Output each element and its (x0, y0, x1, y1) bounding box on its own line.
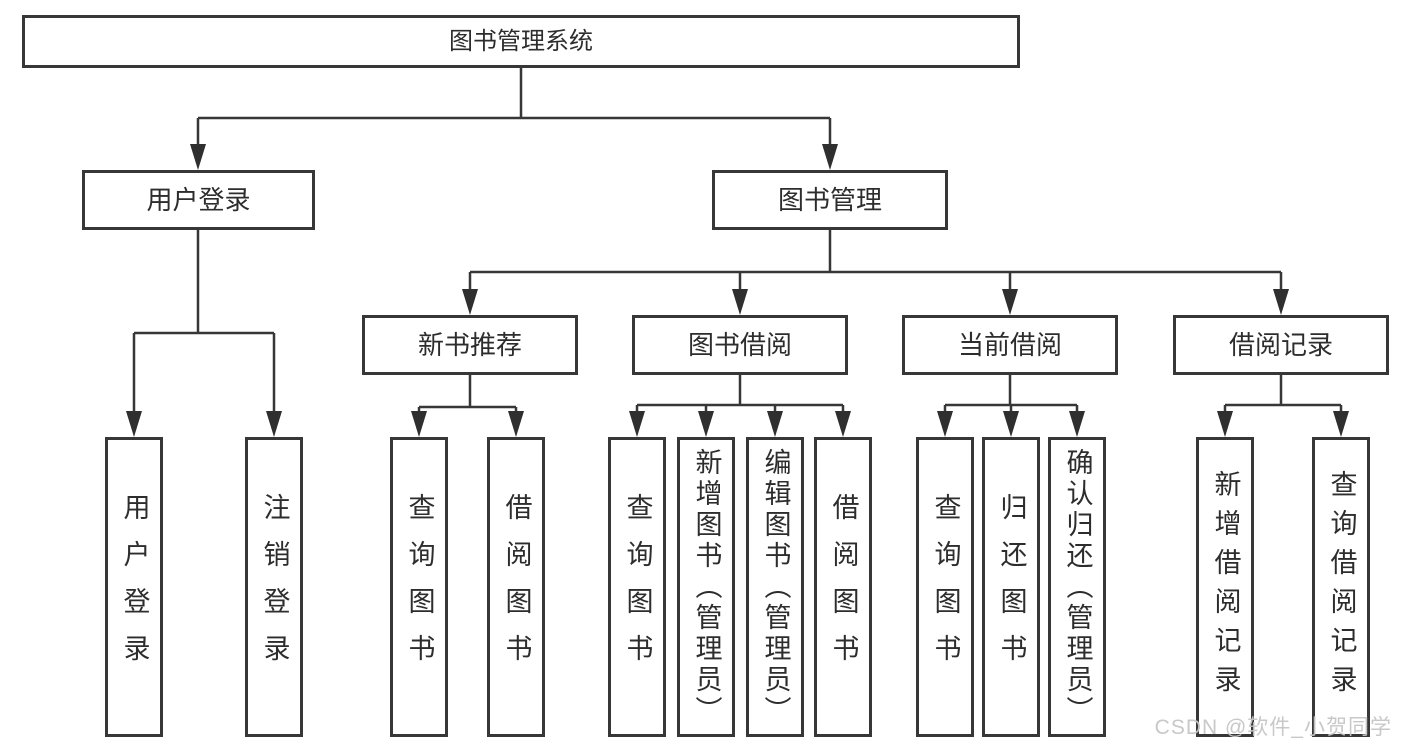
node-user-login: 用户登录 (82, 170, 315, 230)
leaf-label: 编辑图书（管理员） (760, 447, 791, 727)
csdn-watermark: CSDN @软件_小贺同学 (1154, 716, 1392, 739)
node-root-system: 图书管理系统 (22, 15, 1020, 68)
leaf-label: 查询借阅记录 (1326, 470, 1357, 704)
leaf-label: 确认归还（管理员） (1062, 447, 1093, 727)
leaf-label: 用户登录 (119, 493, 150, 681)
leaf-query-borrow-record: 查询借阅记录 (1312, 437, 1370, 737)
leaf-query-books-current: 查询图书 (916, 437, 974, 737)
node-label: 新书推荐 (417, 330, 522, 360)
leaf-logout: 注销登录 (245, 437, 303, 737)
leaf-label: 新增借阅记录 (1210, 470, 1241, 704)
leaf-return-books: 归还图书 (982, 437, 1040, 737)
leaf-label: 查询图书 (404, 493, 435, 681)
leaf-borrow-books: 借阅图书 (814, 437, 872, 737)
node-label: 用户登录 (146, 185, 251, 215)
leaf-query-books-borrow: 查询图书 (608, 437, 666, 737)
leaf-label: 归还图书 (996, 493, 1027, 681)
node-borrow-records: 借阅记录 (1173, 315, 1389, 375)
node-label: 图书管理系统 (449, 27, 593, 55)
leaf-user-login: 用户登录 (105, 437, 163, 737)
leaf-add-books-admin: 新增图书（管理员） (677, 437, 735, 737)
leaf-query-books-recommend: 查询图书 (390, 437, 448, 737)
node-book-borrow: 图书借阅 (632, 315, 848, 375)
leaf-label: 新增图书（管理员） (691, 447, 722, 727)
leaf-label: 注销登录 (259, 493, 290, 681)
node-label: 图书借阅 (687, 330, 792, 360)
node-new-book-recommend: 新书推荐 (362, 315, 578, 375)
leaf-add-borrow-record: 新增借阅记录 (1196, 437, 1254, 737)
node-label: 图书管理 (777, 185, 882, 215)
leaf-label: 借阅图书 (828, 493, 859, 681)
leaf-label: 借阅图书 (501, 493, 532, 681)
leaf-label: 查询图书 (930, 493, 961, 681)
node-book-management: 图书管理 (712, 170, 948, 230)
node-label: 当前借阅 (957, 330, 1062, 360)
leaf-borrow-books-recommend: 借阅图书 (487, 437, 545, 737)
leaf-edit-books-admin: 编辑图书（管理员） (746, 437, 804, 737)
node-label: 借阅记录 (1228, 330, 1333, 360)
leaf-confirm-return-admin: 确认归还（管理员） (1048, 437, 1106, 737)
node-current-borrow: 当前借阅 (902, 315, 1118, 375)
leaf-label: 查询图书 (622, 493, 653, 681)
